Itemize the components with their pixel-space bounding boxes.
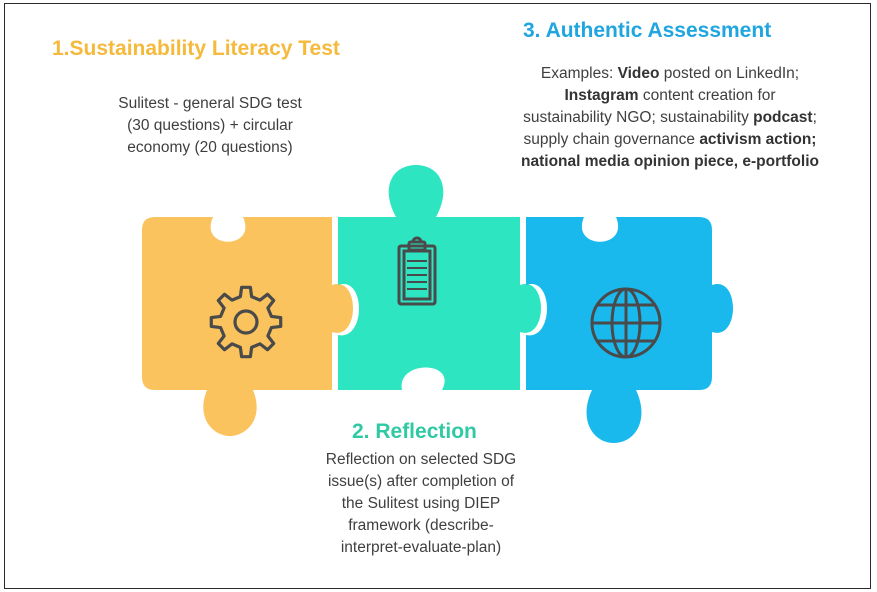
gear-icon (209, 285, 283, 359)
description-authentic-assessment: Examples: Video posted on LinkedIn;Insta… (521, 65, 819, 170)
heading-reflection: 2. Reflection (352, 420, 477, 443)
heading-sustainability-literacy-test: 1.Sustainability Literacy Test (52, 37, 340, 60)
puzzle-piece-reflection (338, 165, 541, 390)
description-sustainability-literacy-test: Sulitest - general SDG test(30 questions… (118, 95, 302, 156)
heading-authentic-assessment: 3. Authentic Assessment (523, 19, 772, 42)
clipboard-icon (397, 236, 437, 306)
globe-icon (590, 287, 662, 359)
puzzle-piece-test (142, 217, 353, 436)
puzzle-piece-assessment (526, 217, 733, 443)
